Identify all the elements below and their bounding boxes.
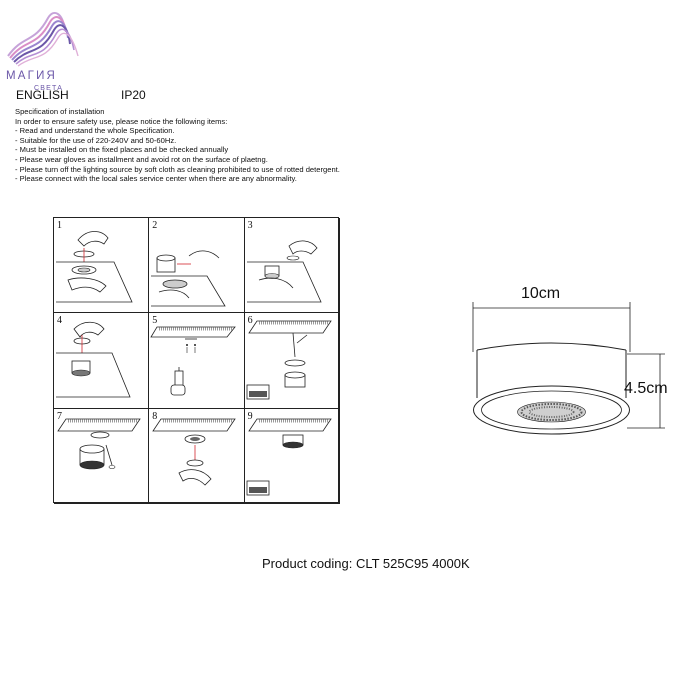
mount-bracket-icon <box>57 418 141 469</box>
spec-line: - Please wear gloves as installment and … <box>15 154 268 164</box>
spec-line: In order to ensure safety use, please no… <box>15 116 228 126</box>
step-number: 4 <box>57 315 62 327</box>
step-number: 7 <box>57 410 62 422</box>
step-8-panel: 8 <box>149 408 245 504</box>
step-9-panel: 9 <box>244 408 340 504</box>
hand-remove-cover-icon <box>56 231 133 303</box>
installation-steps-grid: 1 2 3 <box>53 217 340 504</box>
spec-line: - Must be installed on the fixed places … <box>15 145 229 155</box>
step-number: 6 <box>247 315 253 327</box>
step-1-panel: 1 <box>54 218 150 314</box>
step-6-panel: 6 <box>244 313 340 409</box>
drill-ceiling-icon <box>150 326 237 396</box>
spec-line: Specification of installation <box>15 107 105 116</box>
specification-text: Specification of installation In order t… <box>15 107 340 184</box>
installed-light-icon <box>246 418 332 495</box>
ceiling-light-body <box>473 342 630 435</box>
brand-name: МАГИЯ <box>6 70 58 82</box>
language-label: ENGLISH <box>16 88 69 102</box>
spec-line: - Suitable for the use of 220-240V and 5… <box>15 135 177 145</box>
step-number: 9 <box>247 410 253 422</box>
step-2-panel: 2 <box>149 218 245 314</box>
step-4-panel: 4 <box>54 313 150 409</box>
step-3-panel: 3 <box>244 218 340 314</box>
unscrew-housing-icon <box>151 250 227 307</box>
connect-wiring-icon <box>246 320 332 400</box>
hand-place-body-icon <box>246 240 322 303</box>
step-number: 5 <box>152 315 158 327</box>
step-number: 8 <box>152 410 158 422</box>
step-7-panel: 7 <box>54 408 150 504</box>
dimension-drawing <box>472 302 665 435</box>
step-number: 3 <box>247 220 253 231</box>
ip-rating: IP20 <box>121 88 146 102</box>
step-number: 1 <box>57 220 62 231</box>
spec-line: - Read and understand the whole Specific… <box>15 126 175 136</box>
width-label: 10cm <box>521 285 561 302</box>
spec-line: - Please turn off the lighting source by… <box>15 164 340 174</box>
step-number: 2 <box>152 220 158 231</box>
brand-subtitle: СВЕТА <box>34 85 64 92</box>
brand-logo: МАГИЯ СВЕТА <box>4 4 84 92</box>
logo-wave-icon <box>7 11 79 67</box>
hand-attach-light-icon <box>56 322 131 398</box>
step-5-panel: 5 <box>149 313 245 409</box>
spec-line: - Please connect with the local sales se… <box>15 174 297 184</box>
product-coding: Product coding: CLT 525C95 4000K <box>262 556 470 571</box>
hand-twist-light-icon <box>152 418 237 486</box>
height-label: 4.5cm <box>624 380 668 397</box>
